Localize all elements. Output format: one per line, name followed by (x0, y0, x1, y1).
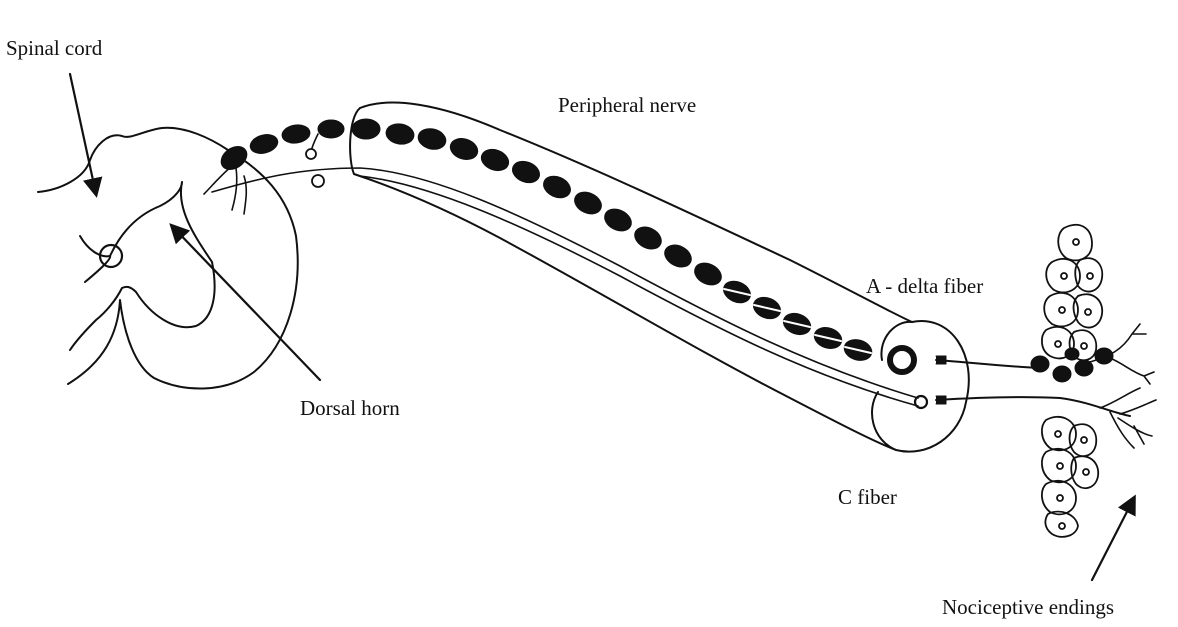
cell-nucleus (1081, 343, 1087, 349)
myelin-segment (631, 223, 665, 254)
a-delta-fiber-label: A - delta fiber (866, 276, 983, 297)
nerve-distal-end (872, 321, 969, 452)
tissue-cells-upper (1042, 225, 1102, 360)
peripheral-nerve-label: Peripheral nerve (558, 95, 696, 116)
myelin-segment (448, 135, 481, 163)
spinal-cord-label: Spinal cord (6, 38, 102, 59)
c-fiber-label: C fiber (838, 487, 897, 508)
nociceptive-endings-arrow (1092, 498, 1134, 580)
cell-nucleus (1055, 431, 1061, 437)
nerve-distal-inner (881, 322, 912, 360)
grey-matter-outline (70, 182, 215, 350)
nerve-ending-blob (1095, 348, 1113, 364)
dorsal-root-ganglion-cell (312, 175, 324, 187)
a-delta-stub (936, 356, 946, 364)
spinal-cord-section (38, 128, 298, 389)
myelin-segment (509, 157, 542, 186)
myelin-segment (661, 241, 695, 272)
tissue-cell (1070, 424, 1097, 456)
nerve-ending-blob (1065, 348, 1079, 360)
c-fiber (212, 168, 927, 408)
dorsal-root-branch (312, 134, 318, 148)
tissue-cells-lower (1042, 417, 1098, 537)
cell-nucleus (1059, 523, 1065, 529)
myelin-segment (540, 172, 574, 202)
dorsal-horn-label: Dorsal horn (300, 398, 400, 419)
myelin-segment (352, 119, 380, 139)
dorsal-root-branch (244, 176, 246, 214)
cell-nucleus (1081, 437, 1087, 443)
tissue-cell (1058, 225, 1092, 260)
spinal-cord-arrow (70, 74, 96, 194)
c-fiber-line-1 (212, 168, 918, 398)
c-fiber-cross-section (915, 396, 927, 408)
tissue-cell (1042, 481, 1076, 514)
nerve-proximal-end (350, 108, 360, 174)
dorsal-root-branch (232, 168, 237, 210)
nociceptive-endings-label: Nociceptive endings (942, 597, 1114, 618)
cell-nucleus (1073, 239, 1079, 245)
cell-nucleus (1055, 341, 1061, 347)
tissue-cell (1045, 512, 1078, 537)
cell-nucleus (1083, 469, 1089, 475)
nerve-ending-blob (1075, 360, 1093, 376)
myelin-segment (571, 188, 605, 218)
myelin-segment (281, 123, 311, 145)
dorsal-root-ganglion-cell (306, 149, 316, 159)
myelin-segment (318, 120, 344, 138)
spinal-cord-outline (38, 128, 298, 389)
a-delta-cross-section (890, 348, 914, 372)
myelin-segment (601, 205, 635, 235)
nerve-ending-blob (1053, 366, 1071, 382)
cell-nucleus (1061, 273, 1067, 279)
a-delta-endings (1031, 348, 1113, 382)
myelin-segment (248, 132, 280, 157)
myelin-segment (478, 146, 511, 174)
cell-nucleus (1057, 495, 1063, 501)
nerve-ending-branch (1100, 388, 1156, 448)
cell-nucleus (1059, 307, 1065, 313)
myelin-segment (691, 259, 725, 289)
nerve-ending-blob (1031, 356, 1049, 372)
myelin-segment (416, 126, 448, 152)
cell-nucleus (1057, 463, 1063, 469)
cell-nucleus (1087, 273, 1093, 279)
myelin-segment (384, 122, 415, 147)
cell-nucleus (1085, 309, 1091, 315)
c-fiber-stub (936, 396, 946, 404)
a-delta-terminal (936, 360, 1040, 368)
